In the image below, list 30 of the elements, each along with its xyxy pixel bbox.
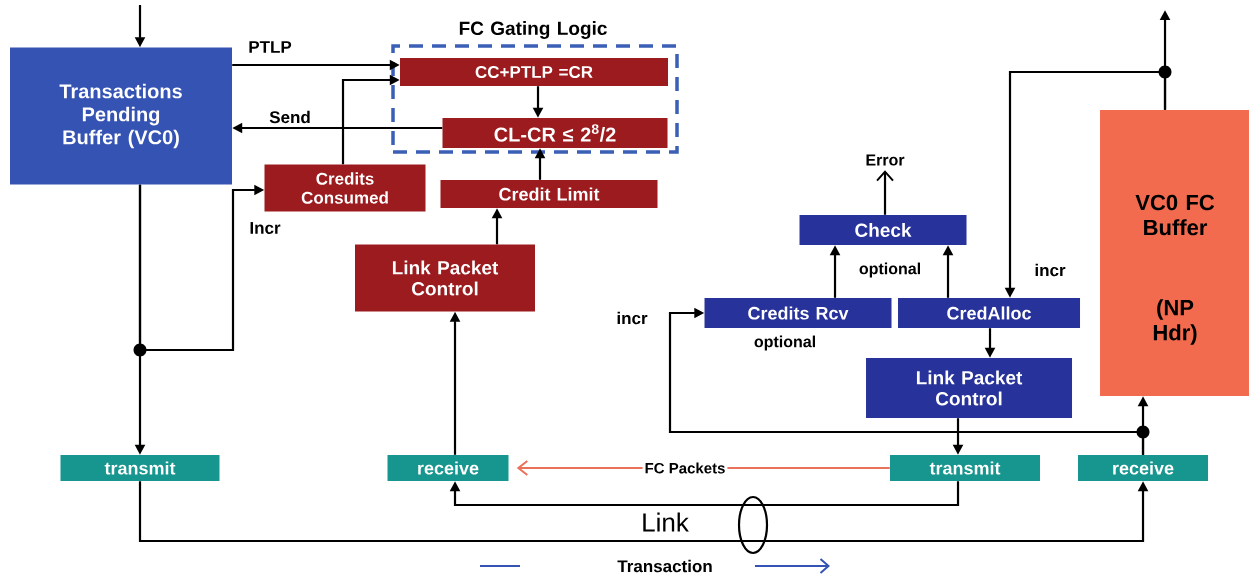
process-box: CredAlloc bbox=[898, 298, 1080, 328]
port-box: receive bbox=[387, 455, 509, 481]
arrow bbox=[449, 481, 960, 507]
arrow bbox=[876, 170, 894, 215]
process-box: Credits Consumed bbox=[264, 164, 426, 212]
port-box: transmit bbox=[890, 455, 1040, 481]
buffer-box: VC0 FC Buffer (NP Hdr) bbox=[1100, 110, 1249, 396]
edge-label: incr bbox=[614, 309, 650, 327]
legend-label: Transaction bbox=[617, 559, 712, 573]
node-label: FC Gating Logic bbox=[459, 21, 607, 39]
process-box: CC+PTLP =CR bbox=[400, 58, 668, 86]
process-box: Credits Rcv bbox=[704, 298, 892, 328]
arrow bbox=[668, 307, 1145, 455]
text-label: optional bbox=[859, 262, 920, 278]
edge-label: PTLP bbox=[246, 39, 294, 55]
port-box: transmit bbox=[60, 455, 220, 481]
process-box: Link Packet Control bbox=[866, 358, 1072, 418]
edge-label: incr bbox=[1032, 261, 1068, 279]
output-label: Error bbox=[866, 154, 905, 166]
edge-label: Incr bbox=[247, 220, 283, 236]
buffer-box: Transactions Pending Buffer (VC0) bbox=[10, 47, 232, 185]
process-box: Link Packet Control bbox=[355, 244, 535, 312]
process-box: Credit Limit bbox=[440, 180, 658, 208]
process-box: Check bbox=[799, 215, 967, 245]
edge-label: FC Packets bbox=[642, 460, 728, 476]
port-box: receive bbox=[1078, 455, 1208, 481]
text-label: Link bbox=[643, 512, 689, 532]
process-box: CL-CR ≤ 2$^{8}$/2 bbox=[442, 118, 668, 148]
edge-label: Send bbox=[267, 108, 313, 126]
side-note: optional bbox=[754, 335, 815, 351]
